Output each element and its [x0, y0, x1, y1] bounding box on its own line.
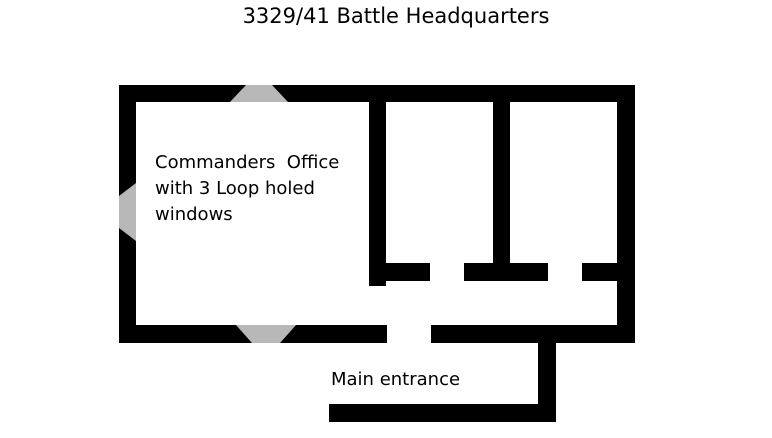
wall-entrance-horizontal	[329, 404, 556, 422]
wall-room-front-1	[369, 263, 430, 281]
office-label-line-3: windows	[155, 204, 233, 225]
loophole-window-bottom	[236, 325, 296, 343]
entrance-label: Main entrance	[331, 369, 460, 390]
diagram-title: 3329/41 Battle Headquarters	[243, 4, 550, 28]
office-label-line-2: with 3 Loop holed	[155, 178, 315, 199]
wall-room-partition	[493, 85, 510, 281]
loophole-windows	[119, 85, 296, 343]
wall-office-partition	[369, 85, 386, 286]
wall-bottom-right	[431, 325, 635, 343]
loophole-window-top	[230, 85, 288, 102]
loophole-window-left	[119, 183, 136, 241]
wall-room-front-3	[582, 263, 635, 281]
wall-right	[617, 85, 635, 343]
wall-room-front-2	[464, 263, 548, 281]
wall-entrance-vertical	[538, 325, 556, 422]
office-label-line-1: Commanders Office	[155, 152, 339, 173]
